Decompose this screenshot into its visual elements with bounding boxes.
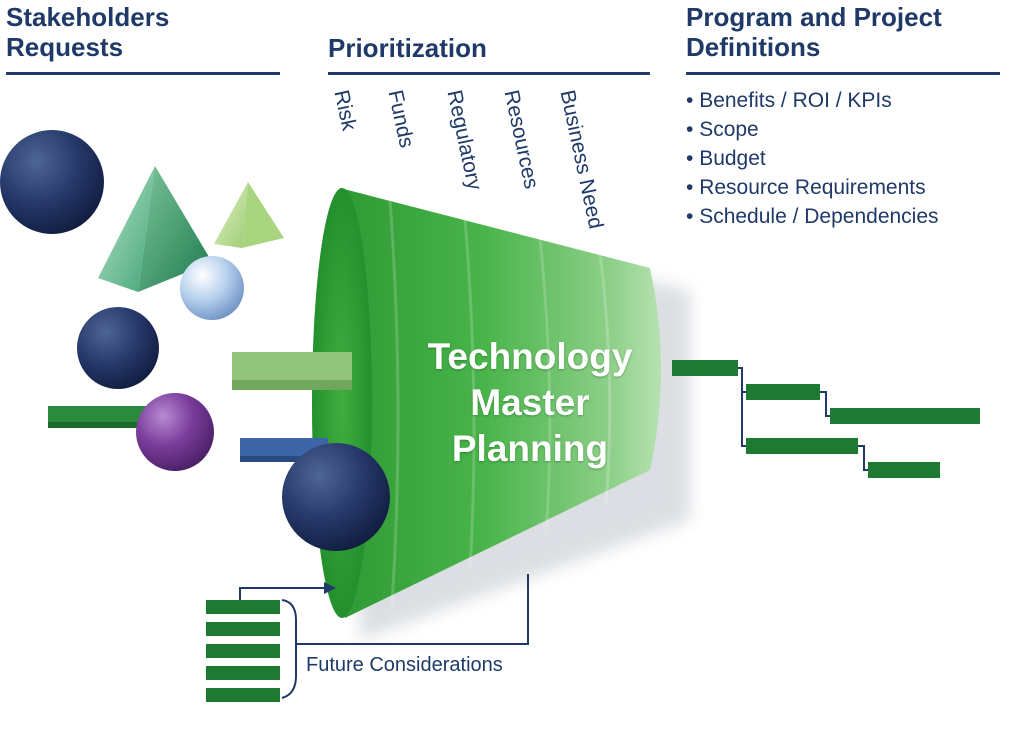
program-rule [686, 72, 1000, 75]
definition-item: Scope [686, 115, 939, 144]
stakeholders-heading-line1: Stakeholders [6, 2, 170, 32]
definition-item: Benefits / ROI / KPIs [686, 86, 939, 115]
stakeholders-requests-heading: Stakeholders Requests [6, 2, 169, 62]
prioritization-heading: Prioritization [328, 33, 487, 63]
program-heading-line1: Program and Project [686, 2, 942, 32]
sphere-navy-front [282, 443, 390, 551]
prioritization-rule [328, 72, 650, 75]
stakeholders-rule [6, 72, 280, 75]
sphere-light-blue [180, 256, 244, 320]
input-bar-dark-green [48, 406, 146, 428]
sphere-navy-medium [77, 307, 159, 389]
sphere-navy-large [0, 130, 104, 234]
program-definitions-heading: Program and Project Definitions [686, 2, 942, 62]
output-schedule [672, 360, 980, 478]
definition-item: Schedule / Dependencies [686, 202, 938, 231]
input-bar-light-green [232, 352, 352, 390]
sphere-purple [136, 393, 214, 471]
future-considerations-label: Future Considerations [306, 654, 503, 676]
definitions-list: Benefits / ROI / KPIs Scope Budget Resou… [686, 86, 939, 231]
future-considerations-stack [206, 574, 529, 702]
funnel-label-line2: Master [470, 382, 590, 423]
definition-item: Budget [686, 144, 939, 173]
pyramid-large [98, 166, 212, 292]
funnel-label-line3: Planning [451, 428, 609, 469]
program-heading-line2: Definitions [686, 32, 821, 62]
stakeholders-heading-line2: Requests [6, 32, 124, 62]
pyramid-small [214, 182, 284, 248]
funnel-label: Technology Master Planning [400, 334, 660, 472]
funnel-label-line1: Technology [427, 336, 633, 377]
definition-item: Resource Requirements [686, 173, 939, 202]
